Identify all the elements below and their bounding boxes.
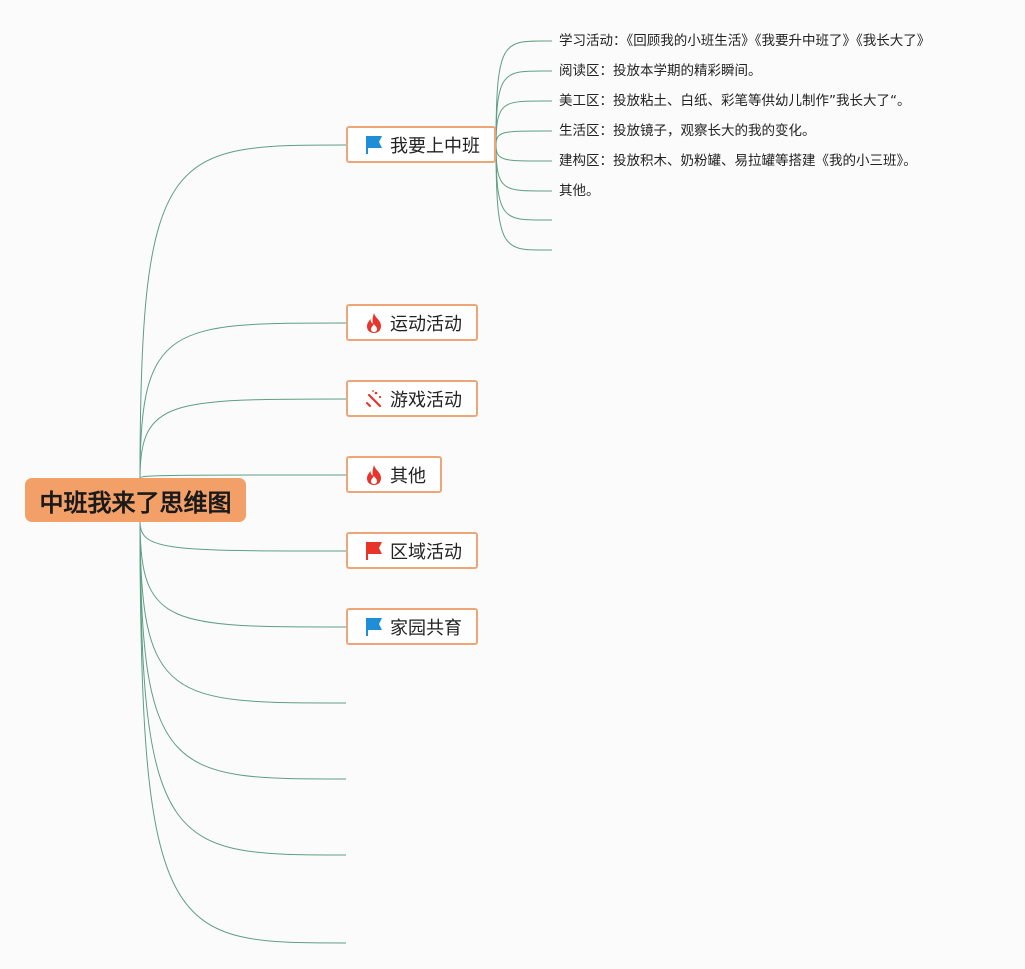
leaf-connector: [495, 144, 545, 251]
branch-label: 其他: [390, 465, 426, 487]
leaf-connector: [495, 144, 545, 221]
leaf-connector: [495, 144, 545, 192]
branch-node-yundonghuodong[interactable]: 运动活动: [346, 304, 478, 341]
leaf-connector: [495, 144, 545, 162]
blue-flag-icon: [364, 134, 384, 156]
fire-icon: [364, 464, 384, 486]
branch-node-woyaoshangzhongban[interactable]: 我要上中班: [346, 126, 496, 163]
leaf-connector: [495, 100, 545, 146]
leaf-topic[interactable]: 其他。: [559, 183, 600, 199]
branch-node-qita[interactable]: 其他: [346, 456, 442, 493]
fire-icon: [364, 312, 384, 334]
branch-connector: [139, 144, 347, 479]
branch-node-quyuhuodong[interactable]: 区域活动: [346, 532, 478, 569]
empty-branch-connector: [139, 521, 347, 780]
branch-connector: [139, 474, 347, 479]
branch-connector: [139, 521, 347, 628]
empty-branch-connector: [139, 521, 347, 944]
magic-wand-icon: [364, 388, 384, 410]
blue-flag-icon: [364, 616, 384, 638]
branch-connector: [139, 398, 347, 479]
root-topic[interactable]: 中班我来了思维图: [25, 478, 246, 522]
branch-label: 我要上中班: [390, 135, 480, 157]
leaf-topic[interactable]: 生活区：投放镜子，观察长大的我的变化。: [559, 123, 816, 139]
branch-label: 家园共育: [390, 617, 462, 639]
leaf-connector: [495, 70, 545, 146]
leaf-connector: [495, 40, 545, 146]
branch-node-youxihuodong[interactable]: 游戏活动: [346, 380, 478, 417]
leaf-topic[interactable]: 建构区：投放积木、奶粉罐、易拉罐等搭建《我的小三班》。: [559, 153, 917, 169]
branch-connector: [139, 521, 347, 552]
empty-branch-connector: [139, 521, 347, 856]
leaf-topic[interactable]: 阅读区：投放本学期的精彩瞬间。: [559, 63, 762, 79]
leaf-connector: [495, 130, 545, 146]
red-flag-icon: [364, 540, 384, 562]
empty-branch-connector: [139, 521, 347, 704]
leaf-topic[interactable]: 美工区：投放粘土、白纸、彩笔等供幼儿制作”我长大了“。: [559, 93, 911, 109]
branch-label: 运动活动: [390, 313, 462, 335]
branch-label: 游戏活动: [390, 389, 462, 411]
branch-label: 区域活动: [390, 541, 462, 563]
leaf-topic[interactable]: 学习活动：《回顾我的小班生活》《我要升中班了》《我长大了》: [559, 33, 931, 49]
branch-node-jiayuangongyu[interactable]: 家园共育: [346, 608, 478, 645]
branch-connector: [139, 322, 347, 479]
